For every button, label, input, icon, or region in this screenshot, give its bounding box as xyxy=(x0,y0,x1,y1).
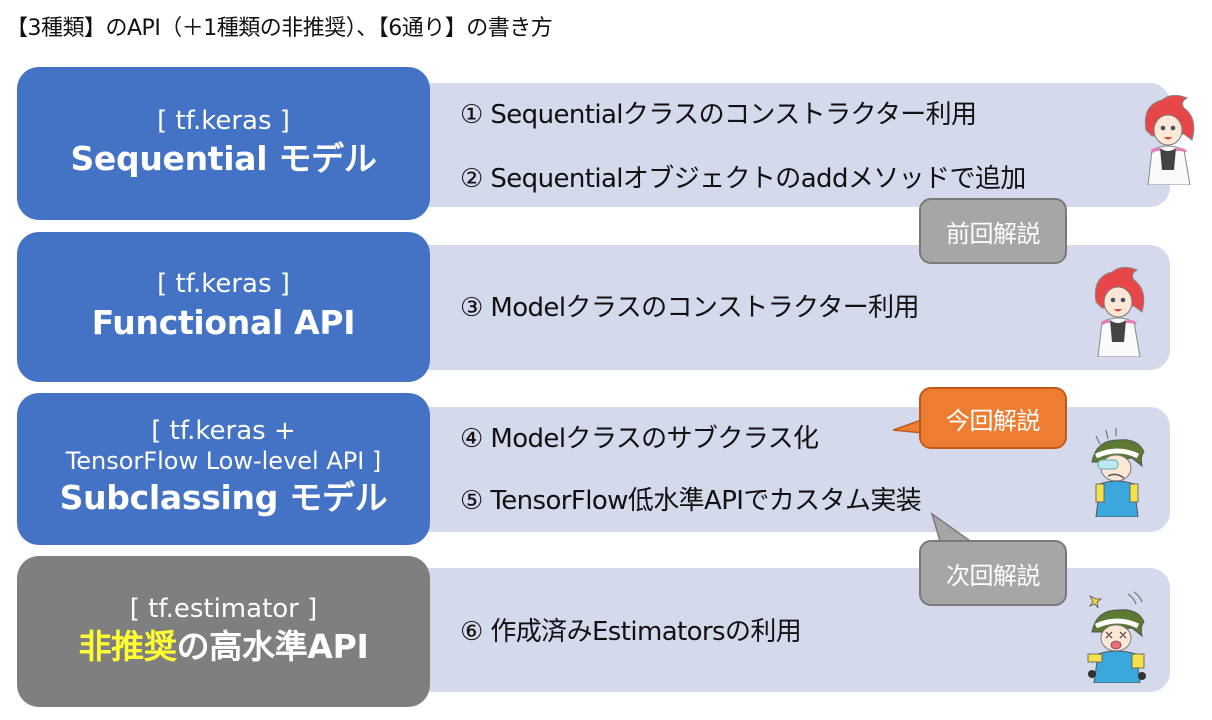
api-module-label-line1: [ tf.keras + xyxy=(151,416,296,447)
red-haired-girl-icon xyxy=(1144,94,1195,185)
api-name-label: 非推奨の高水準API xyxy=(78,625,368,670)
method-2: ② Sequentialオブジェクトのaddメソッドで追加 xyxy=(460,164,1026,194)
deprecated-highlight: 非推奨 xyxy=(78,627,177,667)
api-name-label: Subclassing モデル xyxy=(59,478,388,518)
method-6: ⑥ 作成済みEstimatorsの利用 xyxy=(460,617,802,647)
api-module-label: [ tf.keras ] xyxy=(157,269,290,300)
api-module-label: [ tf.keras ] xyxy=(157,105,290,136)
api-box-subclassing: [ tf.keras + TensorFlow Low-level API ] … xyxy=(17,393,430,545)
api-module-label: [ tf.estimator ] xyxy=(129,593,318,624)
callout-tail-previous xyxy=(0,0,1,1)
method-1: ① Sequentialクラスのコンストラクター利用 xyxy=(460,100,977,130)
api-box-estimator: [ tf.estimator ] 非推奨の高水準API xyxy=(17,556,430,707)
green-haired-engineer-icon xyxy=(1091,428,1145,517)
callout-previous: 前回解説 xyxy=(919,198,1067,264)
red-haired-girl-icon xyxy=(1094,266,1145,357)
methods-panel-sequential xyxy=(428,83,1170,207)
method-4: ④ Modelクラスのサブクラス化 xyxy=(460,424,819,454)
api-name-label: Sequential モデル xyxy=(70,139,377,179)
dizzy-engineer-icon xyxy=(1087,591,1146,683)
api-name-label: Functional API xyxy=(91,302,356,342)
page-title: 【3種類】のAPI（＋1種類の非推奨）、【6通り】の書き方 xyxy=(6,16,553,41)
api-box-functional: [ tf.keras ] Functional API xyxy=(17,232,430,382)
methods-panel-functional xyxy=(428,245,1170,370)
callout-next: 次回解説 xyxy=(919,540,1067,606)
method-3: ③ Modelクラスのコンストラクター利用 xyxy=(460,293,920,323)
api-box-sequential: [ tf.keras ] Sequential モデル xyxy=(17,67,430,220)
api-name-rest: の高水準API xyxy=(176,627,369,667)
api-module-label-line2: TensorFlow Low-level API ] xyxy=(65,447,382,476)
callout-tail-next xyxy=(930,512,982,548)
callout-current: 今回解説 xyxy=(919,387,1067,449)
method-5: ⑤ TensorFlow低水準APIでカスタム実装 xyxy=(460,486,922,516)
